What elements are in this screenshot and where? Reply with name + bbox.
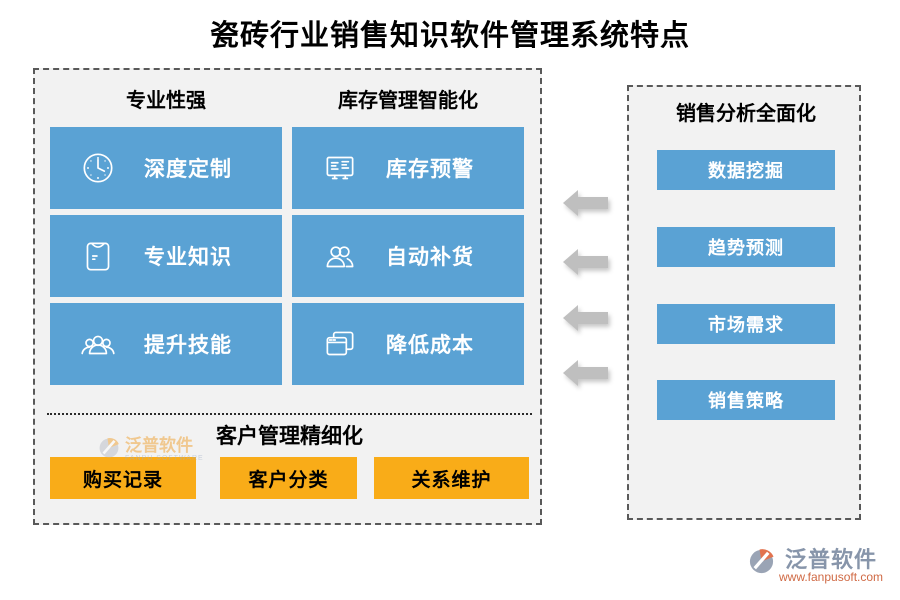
- clock-icon: [78, 148, 118, 188]
- left-arrow-icon: [563, 303, 609, 335]
- footer-brand: 泛普软件 www.fanpusoft.com: [748, 548, 883, 584]
- footer-brand-name: 泛普软件: [785, 547, 878, 572]
- two-people-icon: [320, 236, 360, 276]
- team-group-icon: [78, 324, 118, 364]
- feature-box-deep-customization: 深度定制: [50, 127, 282, 209]
- feature-box-skill-improvement: 提升技能: [50, 303, 282, 385]
- feature-label: 自动补货: [386, 246, 474, 269]
- dotted-divider: [47, 413, 532, 415]
- feature-box-professional-knowledge: 专业知识: [50, 215, 282, 297]
- feature-box-auto-replenishment: 自动补货: [292, 215, 524, 297]
- column-header-inventory: 库存管理智能化: [338, 90, 478, 112]
- features-panel: 专业性强 库存管理智能化 深度定制 专业知: [33, 68, 542, 525]
- feature-box-cost-reduction: 降低成本: [292, 303, 524, 385]
- left-arrow-icon: [563, 358, 609, 390]
- left-arrow-icon: [563, 188, 609, 220]
- document-pouch-icon: [78, 236, 118, 276]
- page-title: 瓷砖行业销售知识软件管理系统特点: [209, 20, 690, 52]
- footer-brand-url: www.fanpusoft.com: [779, 570, 884, 584]
- column-header-professional: 专业性强: [126, 90, 206, 112]
- sales-analysis-header: 销售分析全面化: [676, 103, 816, 125]
- feature-label: 降低成本: [386, 334, 474, 357]
- sales-analysis-panel: 销售分析全面化 数据挖掘 趋势预测 市场需求 销售策略: [627, 85, 861, 520]
- analysis-box-market-demand: 市场需求: [657, 304, 835, 344]
- customer-management-header: 客户管理精细化: [216, 425, 363, 448]
- feature-box-stock-warning: 库存预警: [292, 127, 524, 209]
- feature-label: 库存预警: [386, 158, 474, 181]
- feature-label: 提升技能: [144, 334, 232, 357]
- analysis-box-sales-strategy: 销售策略: [657, 380, 835, 420]
- stacked-windows-icon: [320, 324, 360, 364]
- fanpu-logo-icon: [748, 548, 775, 580]
- feature-label: 深度定制: [144, 158, 232, 181]
- feature-label: 专业知识: [144, 246, 232, 269]
- board-list-icon: [320, 148, 360, 188]
- orange-box-relationship-maintenance: 关系维护: [374, 457, 529, 499]
- left-arrow-icon: [563, 247, 609, 279]
- analysis-box-trend-forecast: 趋势预测: [657, 227, 835, 267]
- orange-box-customer-classification: 客户分类: [220, 457, 357, 499]
- analysis-box-data-mining: 数据挖掘: [657, 150, 835, 190]
- orange-box-purchase-records: 购买记录: [50, 457, 196, 499]
